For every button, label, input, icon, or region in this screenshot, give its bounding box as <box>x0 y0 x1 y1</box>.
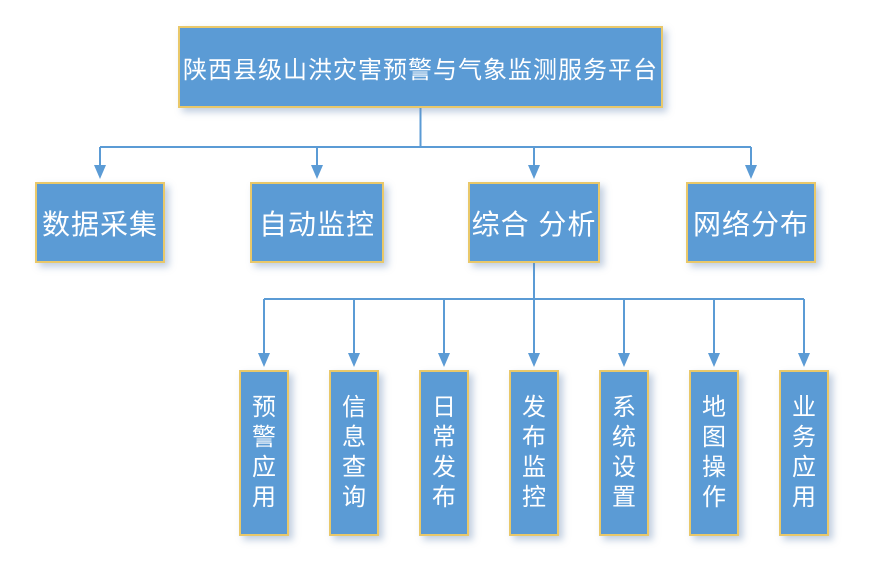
node-platform-root: 陕西县级山洪灾害预警与气象监测服务平台 <box>178 26 663 108</box>
node-label: 陕西县级山洪灾害预警与气象监测服务平台 <box>183 56 658 84</box>
arrow-auto-monitoring <box>311 165 323 179</box>
node-label: 自动监控 <box>258 208 375 240</box>
arrow-system-settings <box>618 353 630 367</box>
node-label: 系统设置 <box>612 394 636 511</box>
node-label: 数据采集 <box>41 208 158 240</box>
node-business-application: 业务应用 <box>779 370 829 536</box>
arrow-comprehensive-analysis <box>528 165 540 179</box>
node-label: 发布监控 <box>522 394 546 511</box>
node-label: 预警应用 <box>252 394 276 511</box>
upper-tree-connector <box>99 108 752 166</box>
node-auto-monitoring: 自动监控 <box>250 182 384 263</box>
node-daily-release: 日常发布 <box>419 370 469 536</box>
node-warning-application: 预警应用 <box>239 370 289 536</box>
node-info-query: 信息查询 <box>329 370 379 536</box>
arrow-info-query <box>348 353 360 367</box>
arrow-business-application <box>798 353 810 367</box>
node-label: 网络分布 <box>692 208 809 240</box>
node-label: 信息查询 <box>342 394 366 511</box>
arrow-release-monitoring <box>528 353 540 367</box>
arrow-network-distribution <box>745 165 757 179</box>
node-release-monitoring: 发布监控 <box>509 370 559 536</box>
node-map-operation: 地图操作 <box>689 370 739 536</box>
node-data-collection: 数据采集 <box>35 182 165 263</box>
arrow-daily-release <box>438 353 450 367</box>
node-system-settings: 系统设置 <box>599 370 649 536</box>
node-label: 综合 分析 <box>471 208 597 240</box>
node-label: 日常发布 <box>432 394 456 511</box>
arrow-data-collection <box>94 165 106 179</box>
node-comprehensive-analysis: 综合 分析 <box>468 182 600 263</box>
arrow-warning-application <box>258 353 270 367</box>
node-label: 业务应用 <box>792 394 816 511</box>
lower-tree-connector <box>263 263 805 354</box>
arrow-map-operation <box>708 353 720 367</box>
node-network-distribution: 网络分布 <box>686 182 816 263</box>
node-label: 地图操作 <box>702 394 726 511</box>
